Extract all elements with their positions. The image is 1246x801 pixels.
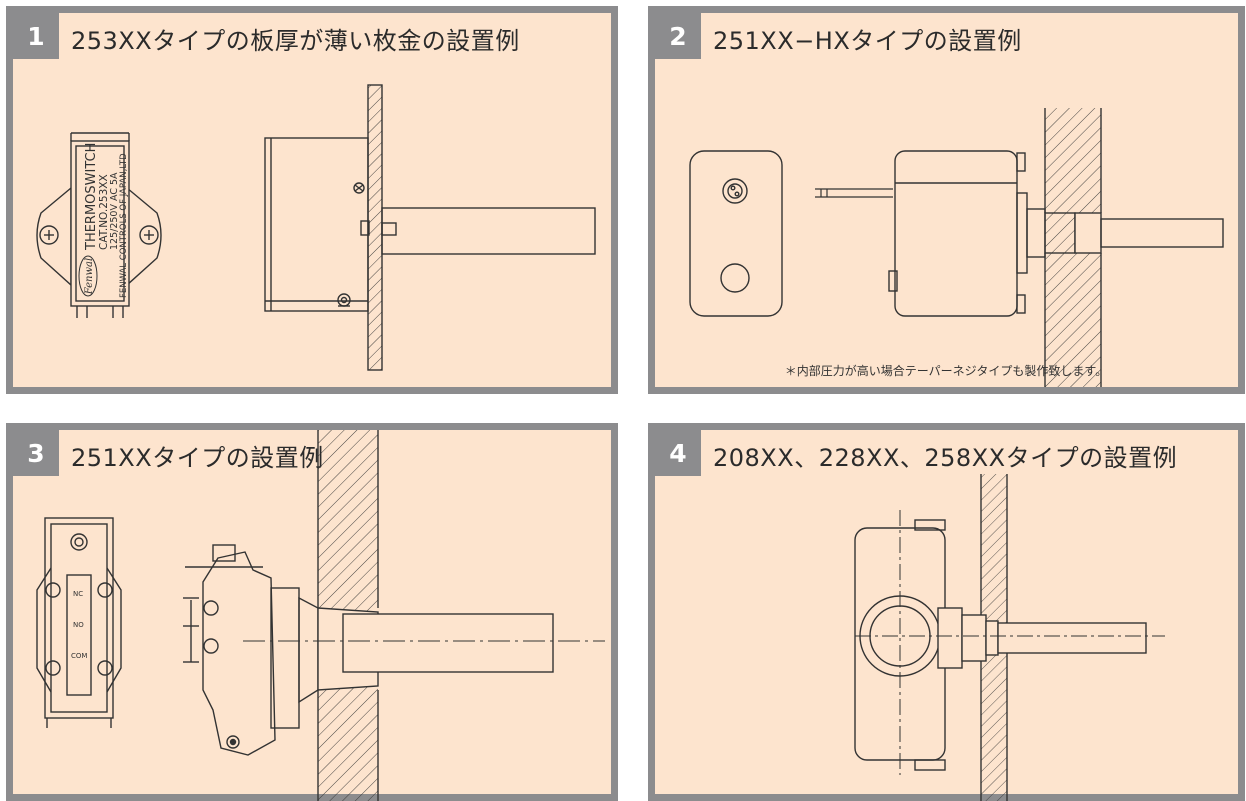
panel-3: 3 251XXタイプの設置例 NC NO COM: [6, 423, 618, 801]
panel-1: 1 253XXタイプの板厚が薄い枚金の設置例 Fenwal THERMOSWIT…: [6, 6, 618, 394]
brand-text: Fenwal: [84, 258, 95, 295]
label-line-1: THERMOSWITCH: [84, 143, 99, 251]
switch-front-view: [36, 517, 122, 728]
thermoswitch-front-view: [36, 132, 162, 318]
panel-title: 253XXタイプの板厚が薄い枚金の設置例: [71, 27, 520, 55]
panel-number: 3: [13, 430, 59, 476]
thermoswitch-side-view: [264, 84, 596, 371]
thermoswitch-label: Fenwal THERMOSWITCH CAT.NO.253XX 125/250…: [78, 143, 129, 298]
footnote: ＊内部圧力が高い場合テーパーネジタイプも製作致します。: [785, 363, 1107, 378]
lead-wires: [815, 188, 893, 198]
panel-number: 4: [655, 430, 701, 476]
terminal-com: COM: [71, 652, 87, 660]
panel-4-drawing: [854, 474, 1165, 801]
panel-2-drawing: ＊内部圧力が高い場合テーパーネジタイプも製作致します。: [689, 108, 1224, 387]
panel-title: 208XX、228XX、258XXタイプの設置例: [713, 444, 1178, 472]
thermoswitch-front-view: [689, 150, 783, 317]
panel-1-drawing: Fenwal THERMOSWITCH CAT.NO.253XX 125/250…: [36, 84, 596, 371]
panel-number: 1: [13, 13, 59, 59]
label-line-4: FENWAL CONTROLS OF JAPAN,LTD: [119, 153, 129, 298]
panel-title: 251XX−HXタイプの設置例: [713, 27, 1022, 55]
terminal-no: NO: [73, 621, 84, 629]
panel-4: 4 208XX、228XX、258XXタイプの設置例: [648, 423, 1245, 801]
label-line-3: 125/250V AC 5A: [109, 172, 120, 250]
panel-number: 2: [655, 13, 701, 59]
switch-assembly: [854, 474, 1147, 801]
panel-3-drawing: NC NO COM: [36, 430, 605, 801]
center-lines: [855, 510, 1165, 775]
terminal-nc: NC: [73, 590, 83, 598]
panel-2: 2 251XX−HXタイプの設置例: [648, 6, 1245, 394]
thermoswitch-side-view: [888, 108, 1224, 387]
switch-side-view: [183, 430, 554, 801]
panel-title: 251XXタイプの設置例: [71, 444, 324, 472]
label-line-2: CAT.NO.253XX: [98, 174, 110, 250]
